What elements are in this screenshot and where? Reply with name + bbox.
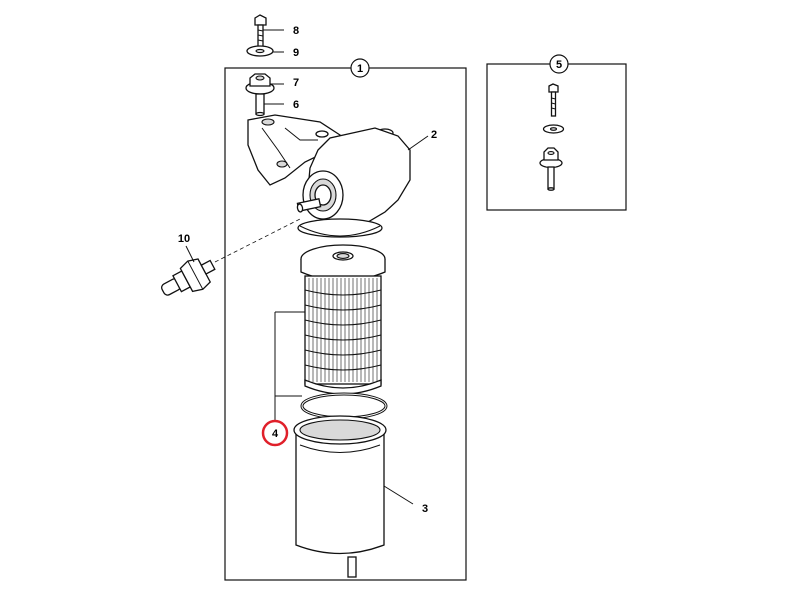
callout-housing[interactable]: 2	[407, 129, 437, 151]
inset-nut-stud-part	[539, 147, 563, 191]
callout-stud-label: 6	[293, 99, 299, 111]
callout-group-1-label: 1	[357, 63, 363, 75]
filter-head-housing	[247, 114, 411, 238]
callout-sensor-label: 10	[178, 233, 190, 245]
filter-element-part	[300, 244, 388, 420]
inset-washer-part	[542, 124, 565, 134]
callout-group-5[interactable]: 5	[549, 54, 569, 74]
callout-bolt-label: 8	[293, 25, 299, 37]
callout-group-5-label: 5	[556, 59, 562, 71]
callout-washer[interactable]: 9	[273, 47, 299, 59]
callout-group-1[interactable]: 1	[350, 58, 370, 78]
element-callout-bracket	[274, 311, 305, 420]
stud-part	[255, 93, 265, 117]
water-sensor-part	[160, 258, 216, 296]
callout-washer-label: 9	[293, 47, 299, 59]
washer-part	[246, 45, 274, 57]
filter-bowl-part	[293, 415, 387, 578]
callout-bolt[interactable]: 8	[263, 21, 302, 39]
callout-bowl-label: 3	[422, 503, 428, 515]
callout-sensor[interactable]: 10	[178, 233, 195, 263]
main-group-frame	[224, 67, 467, 581]
callout-nut-label: 7	[293, 77, 299, 89]
callout-housing-label: 2	[431, 129, 437, 141]
inset-bolt-part	[548, 83, 559, 117]
callout-stud[interactable]: 6	[264, 99, 299, 111]
callout-nut[interactable]: 7	[270, 77, 299, 89]
callout-element-label: 4	[272, 428, 279, 440]
callout-element-highlight	[261, 419, 289, 447]
sensor-alignment-line	[214, 217, 303, 263]
callout-bowl[interactable]: 3	[383, 485, 428, 515]
bolt-part	[254, 14, 267, 48]
callout-element[interactable]: 4	[261, 419, 289, 447]
nut-part	[245, 73, 275, 95]
